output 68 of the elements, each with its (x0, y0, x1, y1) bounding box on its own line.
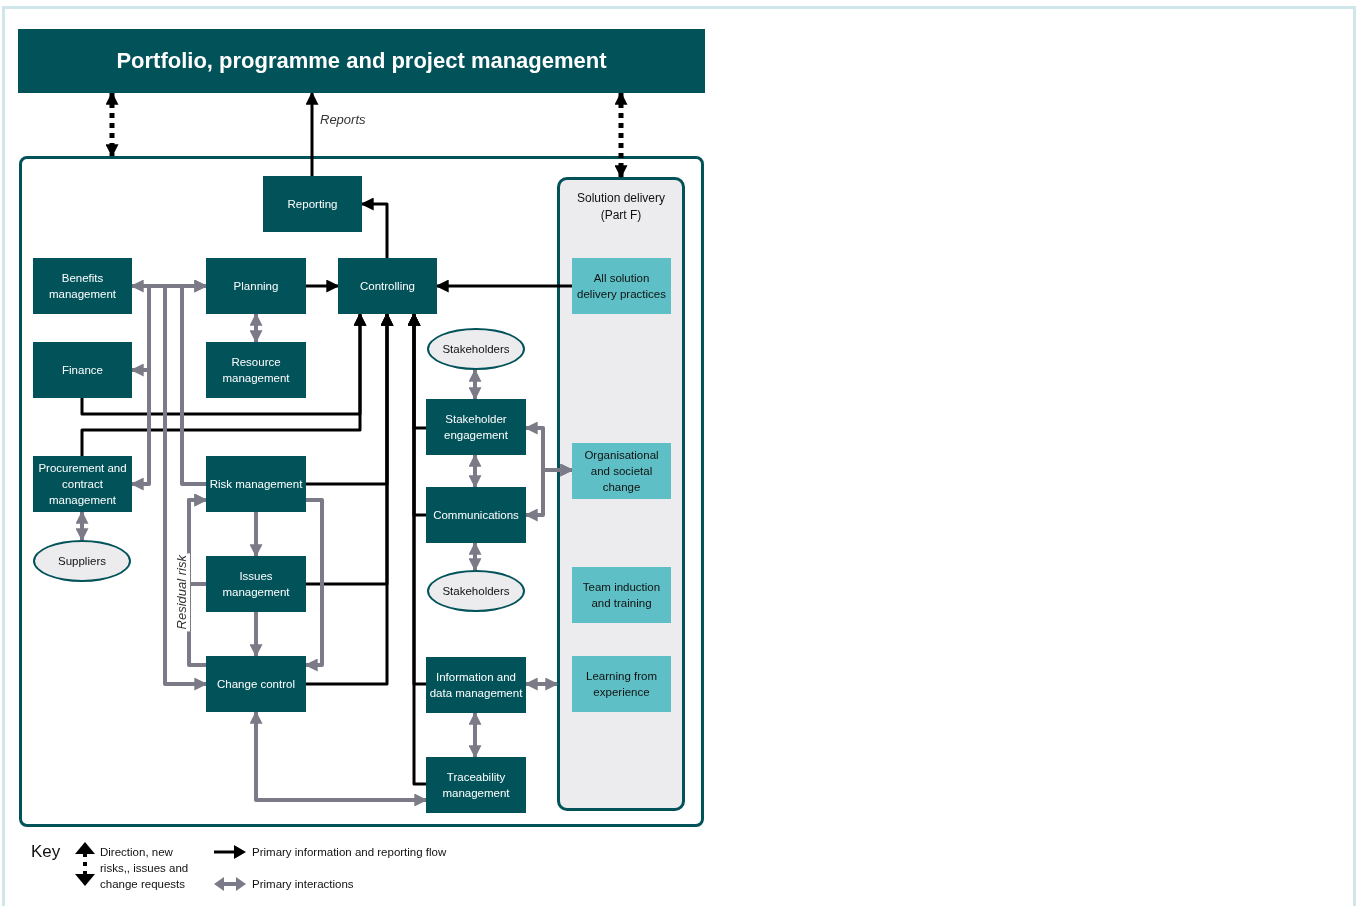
node-label: Change control (217, 676, 295, 692)
arrow (249, 710, 428, 807)
solution-panel (557, 177, 685, 811)
process-box (206, 656, 306, 712)
arrow (306, 279, 340, 293)
node-label: Stakeholders (442, 341, 510, 357)
node-label: Risk management (209, 476, 303, 492)
node-label: Controlling (360, 278, 415, 294)
process-box (338, 258, 437, 314)
arrow (249, 512, 263, 558)
process-box (206, 342, 306, 398)
node-label: Reporting (287, 196, 338, 212)
arrow (468, 368, 482, 401)
process-box (206, 556, 306, 612)
practice-box (572, 567, 671, 623)
arrow (163, 284, 208, 691)
node-label: Resource management (221, 354, 291, 386)
node-label: Team induction and training (581, 579, 662, 611)
practice-box (572, 656, 671, 712)
node-label: Solution delivery (Part F) (575, 190, 667, 224)
node-label: All solution delivery practices (576, 270, 667, 302)
node-label: Suppliers (58, 553, 106, 569)
practice-box (572, 443, 671, 499)
node-label: Procurement and contract management (37, 460, 128, 509)
arrow (468, 453, 482, 489)
header-bar (18, 29, 705, 93)
process-box (33, 342, 132, 398)
arrow (306, 312, 394, 686)
arrow (80, 312, 367, 456)
node-label: Stakeholders (442, 583, 510, 599)
process-box (33, 258, 132, 314)
arrow (305, 91, 319, 176)
arrow (468, 711, 482, 759)
node-label: Stakeholder engagement (443, 411, 509, 443)
arrow (187, 493, 208, 586)
node-label: Organisational and societal change (583, 447, 660, 496)
legend-label: Primary interactions (252, 877, 355, 892)
edge-label: Residual risk (174, 553, 190, 632)
arrow (407, 312, 426, 786)
practice-box (572, 258, 671, 314)
process-box (426, 399, 526, 455)
process-box (426, 757, 526, 813)
arrow (75, 510, 89, 542)
node-label: Planning (233, 278, 279, 294)
node-label: Benefits management (47, 270, 118, 302)
process-box (263, 176, 362, 232)
legend-label: Direction, new risks,, issues and change requests (100, 845, 190, 892)
process-box (206, 456, 306, 512)
arrow (180, 279, 208, 486)
process-box (426, 487, 526, 543)
title: Portfolio, programme and project management (116, 46, 607, 75)
node-label: Communications (433, 507, 519, 523)
legend-title: Key (31, 842, 61, 862)
node-label: Issues management (221, 568, 291, 600)
process-box (426, 657, 526, 713)
node-label: Finance (62, 362, 103, 378)
arrow (468, 541, 482, 572)
node-label: Traceability management (441, 769, 511, 801)
process-box (206, 258, 306, 314)
node-label: Learning from experience (585, 668, 658, 700)
node-label: Information and data management (428, 669, 524, 701)
dashed-arrow (105, 91, 119, 158)
arrow (249, 612, 263, 658)
legend-label: Primary information and reporting flow (252, 845, 448, 860)
arrow (249, 312, 263, 344)
edge-label: Reports (318, 112, 368, 128)
container-frame (19, 156, 704, 827)
dashed-arrow (614, 91, 628, 179)
